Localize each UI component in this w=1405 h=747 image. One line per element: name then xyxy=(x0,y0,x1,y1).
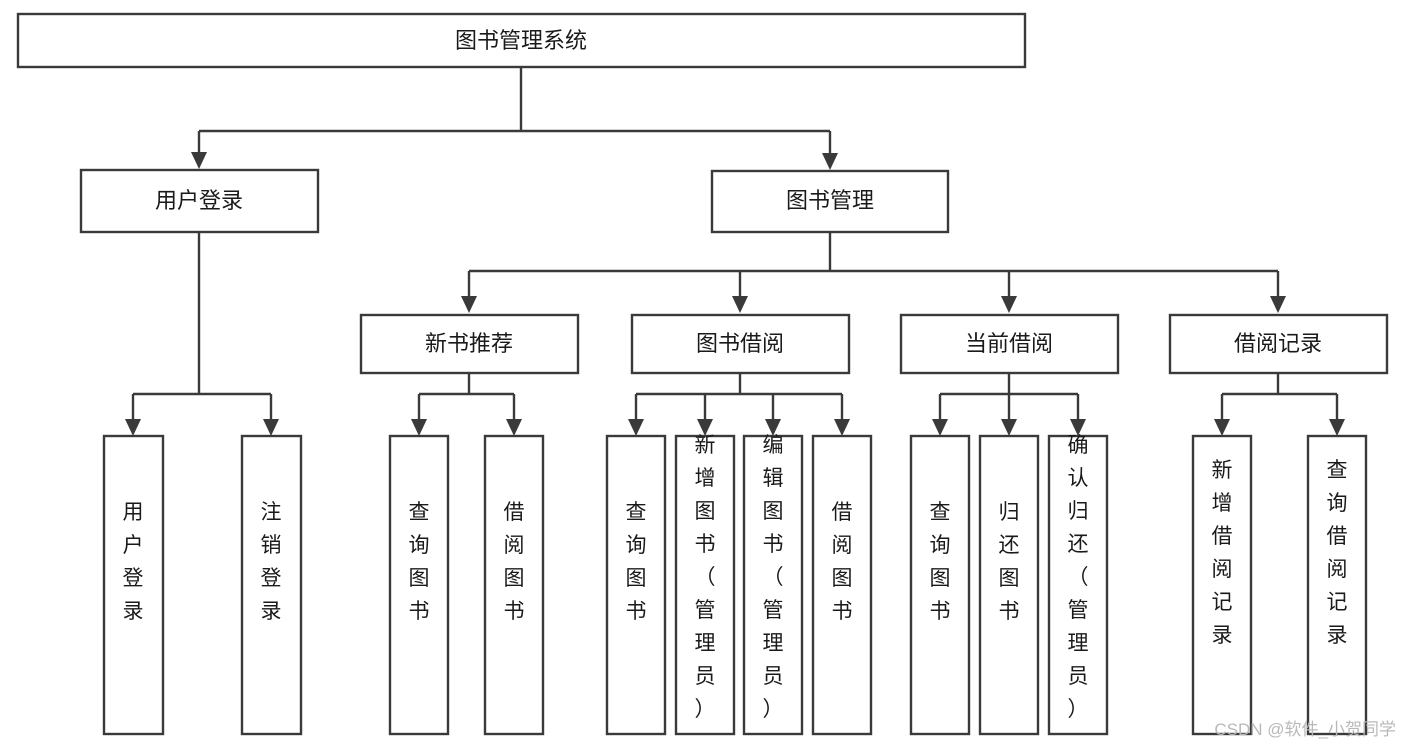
leaf-node-bb-edit-book-label: 编辑图书（管理员） xyxy=(763,434,784,721)
node-user-login-box[interactable] xyxy=(79,168,320,234)
leaf-node-bb-edit-book[interactable]: 编辑图书（管理员） xyxy=(742,434,804,736)
arrow-down-icon-book-manage xyxy=(822,153,838,170)
arrow-down-icon-cb-return xyxy=(1001,419,1017,436)
leaf-node-user-login-box[interactable] xyxy=(102,434,165,736)
node-borrow-record[interactable]: 借阅记录 xyxy=(1168,313,1389,375)
leaf-node-br-add-record[interactable]: 新增借阅记录 xyxy=(1191,434,1253,736)
connector-group-user-login xyxy=(125,232,279,436)
arrow-down-icon-bb-query xyxy=(628,419,644,436)
leaf-node-newbook-query-book-label: 查询图书 xyxy=(409,501,430,623)
node-book-borrow[interactable]: 图书借阅 xyxy=(630,313,851,375)
node-book-manage[interactable]: 图书管理 xyxy=(710,169,950,234)
arrow-down-icon-book-borrow xyxy=(732,296,748,313)
arrow-down-icon-newbook-query xyxy=(411,419,427,436)
leaf-node-bb-add-book-label: 新增图书（管理员） xyxy=(695,434,716,721)
node-current-borrow[interactable]: 当前借阅 xyxy=(899,313,1120,375)
leaf-node-newbook-borrow-book-label: 借阅图书 xyxy=(504,501,525,623)
leaf-node-cb-return-book-box[interactable] xyxy=(978,434,1040,736)
connector-group-new-book xyxy=(411,373,522,436)
leaf-node-br-query-record[interactable]: 查询借阅记录 xyxy=(1306,434,1368,736)
connector-group-book-borrow xyxy=(628,373,850,436)
leaf-node-bb-borrow-book[interactable]: 借阅图书 xyxy=(811,434,873,736)
leaf-node-logout[interactable]: 注销登录 xyxy=(240,434,303,736)
node-book-manage-box[interactable] xyxy=(710,169,950,234)
arrow-down-icon-borrow-record xyxy=(1270,296,1286,313)
node-user-login-label: 用户登录 xyxy=(155,188,243,213)
node-book-borrow-box[interactable] xyxy=(630,313,851,375)
arrow-down-icon-leaf-user-login xyxy=(125,419,141,436)
leaf-node-br-query-record-box[interactable] xyxy=(1306,434,1368,736)
leaf-node-bb-edit-book-box[interactable] xyxy=(742,434,804,736)
watermark-label: CSDN @软件_小贺同学 xyxy=(1214,720,1396,739)
leaf-node-bb-add-book-box[interactable] xyxy=(674,434,736,736)
connector-group-root xyxy=(191,67,838,170)
leaf-node-bb-query-book-box[interactable] xyxy=(605,434,667,736)
leaf-node-cb-query-book[interactable]: 查询图书 xyxy=(909,434,971,736)
leaf-node-logout-label: 注销登录 xyxy=(261,501,282,623)
node-root-system-label: 图书管理系统 xyxy=(455,28,587,53)
leaf-node-cb-confirm-return-box[interactable] xyxy=(1047,434,1109,736)
leaf-node-newbook-query-book[interactable]: 查询图书 xyxy=(388,434,450,736)
leaf-node-bb-borrow-book-label: 借阅图书 xyxy=(832,501,853,623)
leaf-node-user-login-label: 用户登录 xyxy=(123,501,144,623)
arrow-down-icon-br-query xyxy=(1329,419,1345,436)
leaf-node-user-login[interactable]: 用户登录 xyxy=(102,434,165,736)
leaf-node-newbook-borrow-book[interactable]: 借阅图书 xyxy=(483,434,545,736)
node-book-borrow-label: 图书借阅 xyxy=(696,331,784,356)
leaf-node-cb-confirm-return-label: 确认归还（管理员） xyxy=(1068,434,1089,721)
arrow-down-icon-bb-borrow xyxy=(834,419,850,436)
arrow-down-icon-current-borrow xyxy=(1001,296,1017,313)
leaf-node-cb-query-book-box[interactable] xyxy=(909,434,971,736)
arrow-down-icon-leaf-logout xyxy=(263,419,279,436)
leaf-node-newbook-query-book-box[interactable] xyxy=(388,434,450,736)
connector-group-book-manage xyxy=(461,232,1286,313)
node-book-manage-label: 图书管理 xyxy=(786,188,874,213)
leaf-node-br-add-record-box[interactable] xyxy=(1191,434,1253,736)
node-new-book-recommend[interactable]: 新书推荐 xyxy=(359,313,580,375)
node-root-system-box[interactable] xyxy=(16,12,1027,69)
leaf-node-bb-add-book[interactable]: 新增图书（管理员） xyxy=(674,434,736,736)
node-new-book-recommend-box[interactable] xyxy=(359,313,580,375)
connector-group-borrow-record xyxy=(1214,373,1345,436)
leaf-node-br-query-record-label: 查询借阅记录 xyxy=(1327,459,1348,647)
node-current-borrow-label: 当前借阅 xyxy=(965,331,1053,356)
leaf-node-bb-borrow-book-box[interactable] xyxy=(811,434,873,736)
leaf-node-cb-return-book[interactable]: 归还图书 xyxy=(978,434,1040,736)
leaf-node-bb-query-book-label: 查询图书 xyxy=(626,501,647,623)
arrow-down-icon-user-login xyxy=(191,152,207,169)
arrow-down-icon-newbook-borrow xyxy=(506,419,522,436)
node-new-book-recommend-label: 新书推荐 xyxy=(425,331,513,356)
leaf-node-cb-query-book-label: 查询图书 xyxy=(930,501,951,623)
node-current-borrow-box[interactable] xyxy=(899,313,1120,375)
node-borrow-record-label: 借阅记录 xyxy=(1234,331,1322,356)
node-root-system[interactable]: 图书管理系统 xyxy=(16,12,1027,69)
leaf-node-br-add-record-label: 新增借阅记录 xyxy=(1212,459,1233,647)
leaf-node-cb-return-book-label: 归还图书 xyxy=(999,501,1020,623)
leaf-node-newbook-borrow-book-box[interactable] xyxy=(483,434,545,736)
node-borrow-record-box[interactable] xyxy=(1168,313,1389,375)
leaf-node-bb-query-book[interactable]: 查询图书 xyxy=(605,434,667,736)
leaf-node-logout-box[interactable] xyxy=(240,434,303,736)
arrow-down-icon-cb-query xyxy=(932,419,948,436)
arrow-down-icon-new-book xyxy=(461,296,477,313)
arrow-down-icon-br-add xyxy=(1214,419,1230,436)
leaf-node-cb-confirm-return[interactable]: 确认归还（管理员） xyxy=(1047,434,1109,736)
node-user-login[interactable]: 用户登录 xyxy=(79,168,320,234)
connector-group-current-borrow xyxy=(932,373,1086,436)
